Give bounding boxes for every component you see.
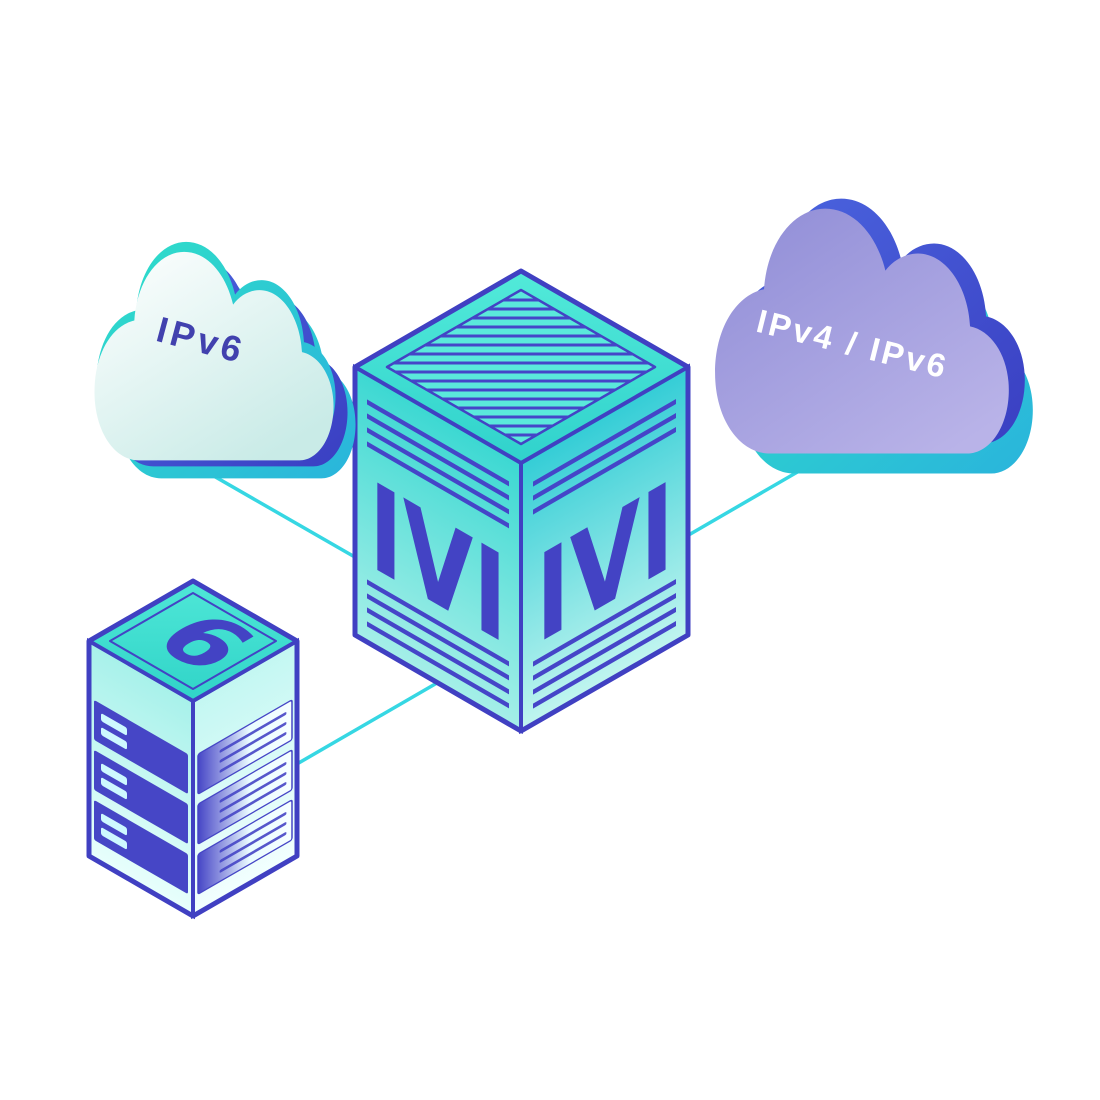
tower-right-face: [191, 637, 299, 920]
cloud-ipv4-ipv6: IPv4 / IPv6: [715, 198, 1033, 474]
tower-outline: [86, 578, 300, 919]
cube-right-face: IVI: [519, 363, 690, 735]
cube-right-face-stripes: [533, 399, 676, 709]
tower-top-seam: [109, 592, 277, 690]
ivi-gateway-cube: IVI IVI: [352, 268, 691, 735]
cube-left-face-stripes: [367, 399, 509, 709]
server-tower: 6: [86, 578, 300, 920]
cube-outline: [352, 268, 691, 734]
tower-left-units: [94, 700, 188, 894]
tower-right-units: [197, 699, 293, 895]
tower-left-face: [87, 637, 195, 920]
cloud-ipv6: IPv6: [94, 241, 356, 479]
